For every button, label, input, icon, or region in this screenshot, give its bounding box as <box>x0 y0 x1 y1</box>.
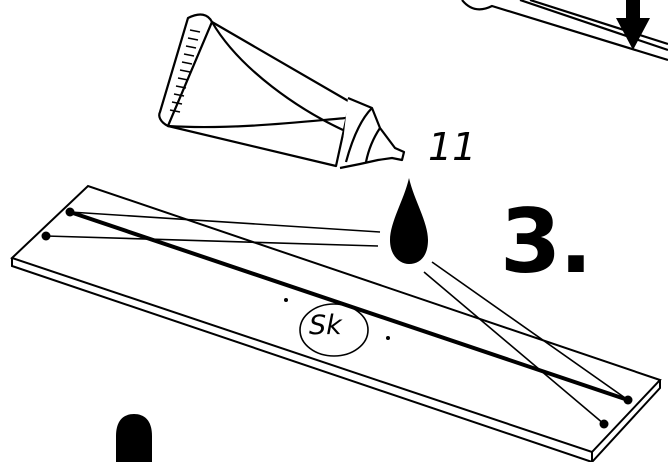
board-label-circle <box>299 303 369 357</box>
hole <box>65 207 75 217</box>
glue-pointer-lines <box>45 211 629 425</box>
hole <box>386 336 390 340</box>
down-arrow-icon <box>616 0 650 50</box>
hole <box>41 231 51 241</box>
glue-tube-icon <box>158 13 406 170</box>
step-number: 3. <box>500 190 593 293</box>
board-holes <box>41 207 633 429</box>
part-number-label: 11 <box>428 125 477 169</box>
hole <box>284 298 288 302</box>
hole <box>623 395 633 405</box>
board-label: Sk <box>309 310 342 341</box>
hole <box>599 419 609 429</box>
partial-panel-top-right <box>461 0 668 62</box>
tube-crimp-ridges <box>169 29 201 113</box>
board-panel <box>10 184 662 462</box>
glue-drop-icon <box>390 178 428 264</box>
glue-drop-icon-partial <box>116 414 152 462</box>
